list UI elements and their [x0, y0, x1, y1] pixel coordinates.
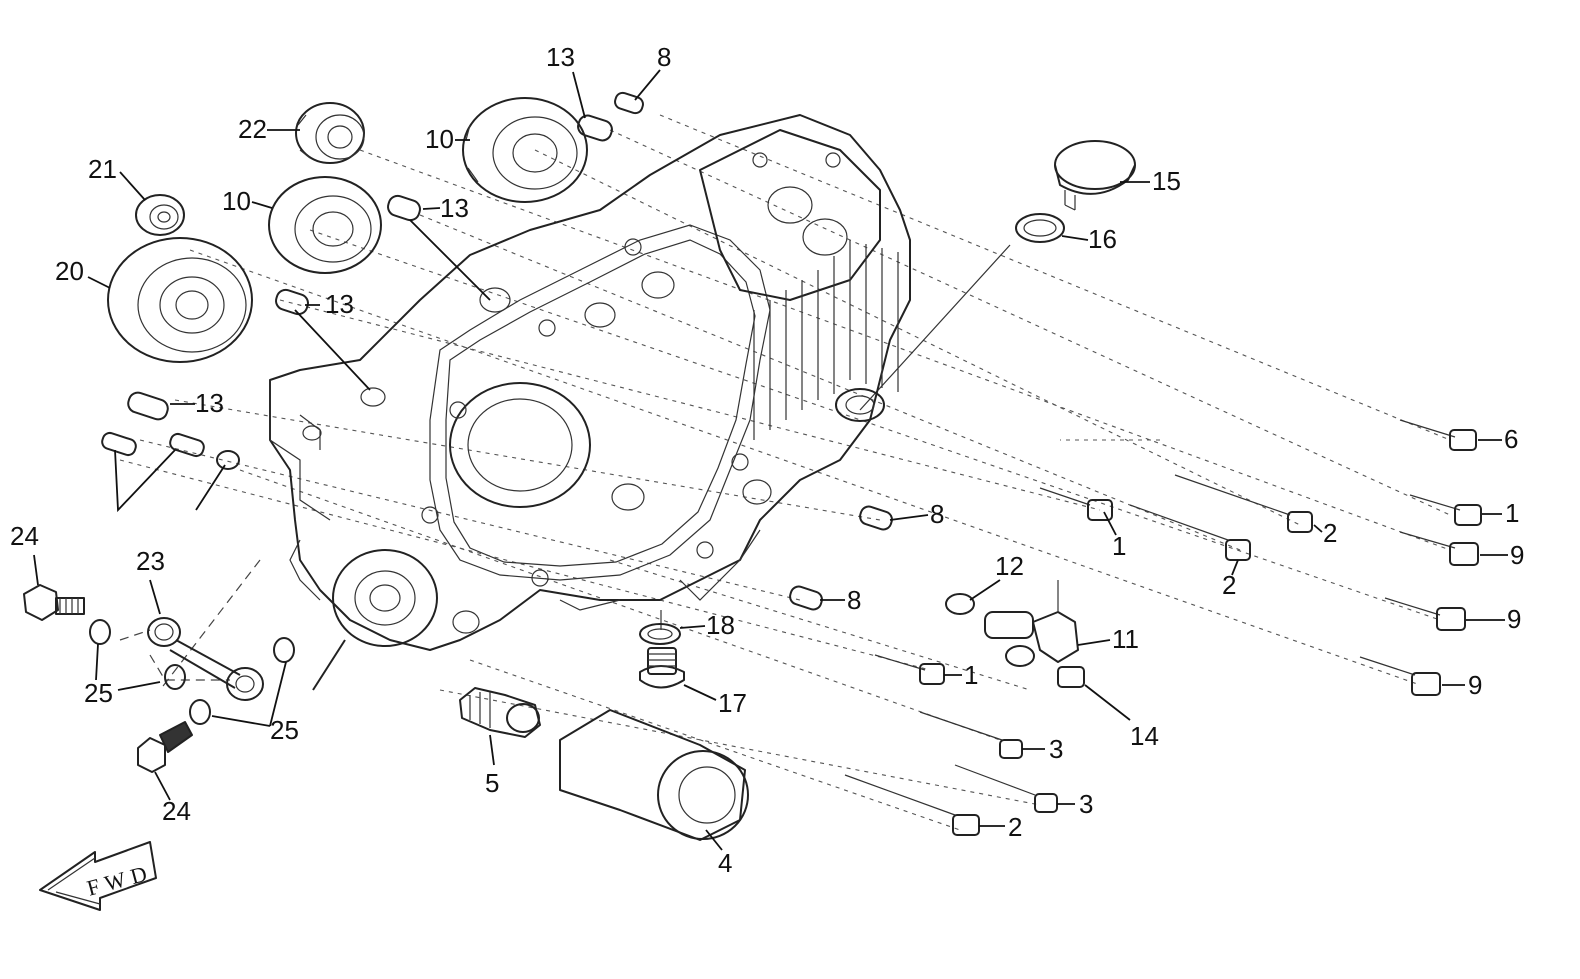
callout-9: 9: [1507, 604, 1521, 634]
crush-washer-25-a: [89, 619, 111, 645]
bolt-9-b: [1384, 597, 1466, 631]
dowel-8-mid: [859, 505, 893, 531]
callout-9: 9: [1468, 670, 1482, 700]
seal-21: [135, 194, 185, 236]
callout-3: 3: [1049, 734, 1063, 764]
bolt-3-lower: [954, 764, 1058, 813]
fitting-5: [459, 687, 541, 738]
bearing-10-upper: [462, 97, 588, 203]
dowel-pin-b: [169, 432, 205, 458]
callout-9: 9: [1510, 540, 1524, 570]
bolt-2-mid: [1129, 504, 1251, 561]
oil-pipe-assembly: [23, 559, 346, 773]
callout-23: 23: [136, 546, 165, 576]
dowel-13-low: [127, 391, 169, 421]
bolt-3-upper: [919, 711, 1023, 759]
callout-4: 4: [718, 848, 732, 878]
callout-20: 20: [55, 256, 84, 286]
callout-8: 8: [930, 499, 944, 529]
crush-washer-25-b: [164, 664, 186, 690]
banjo-bolt-24-top: [23, 584, 85, 621]
leader-lines: [33, 69, 1508, 851]
crankcase-half: [269, 114, 911, 651]
dowel-8-low: [789, 585, 823, 611]
dowel-pins: [101, 91, 893, 611]
o-ring-12: [945, 593, 975, 615]
callout-6: 6: [1504, 424, 1518, 454]
banjo-fitting-23: [147, 617, 264, 701]
dowel-13-left: [275, 288, 309, 316]
case-bolts: [844, 419, 1482, 836]
banjo-bolt-24-bottom: [137, 721, 193, 773]
washer-18: [639, 623, 681, 645]
dowel-8-top: [614, 91, 644, 115]
bolt-6: [1399, 419, 1477, 451]
callout-24: 24: [10, 521, 39, 551]
bearing-10-lower: [268, 176, 382, 274]
drain-plug-17: [639, 647, 685, 689]
callout-labels: 13 8 22 10 21 10 13 20 13 13 15 16 6 1 8…: [10, 42, 1524, 878]
bolt-1-right: [1409, 494, 1482, 526]
bolt-2-right: [1174, 474, 1313, 533]
callout-12: 12: [995, 551, 1024, 581]
callout-22: 22: [238, 114, 267, 144]
forward-arrow-label: FWD: [84, 859, 155, 900]
bolt-14: [1057, 666, 1085, 688]
dowel-13-top: [577, 114, 613, 142]
bearing-20: [107, 237, 253, 363]
callout-14: 14: [1130, 721, 1159, 751]
callout-8: 8: [657, 42, 671, 72]
callout-25: 25: [270, 715, 299, 745]
callout-1: 1: [1112, 531, 1126, 561]
washer-small: [216, 450, 240, 470]
callout-25: 25: [84, 678, 113, 708]
callout-13: 13: [546, 42, 575, 72]
forward-arrow: FWD: [39, 841, 157, 911]
assembly-guide-lines: [119, 114, 1451, 831]
bolt-2-low: [844, 774, 980, 836]
callout-16: 16: [1088, 224, 1117, 254]
bolt-9-c: [1359, 656, 1441, 696]
dowel-pin-a: [101, 431, 137, 457]
dowel-13-mid: [387, 194, 421, 222]
bolt-1-mid: [1039, 487, 1113, 521]
callout-21: 21: [88, 154, 117, 184]
filter-4: [559, 709, 749, 841]
callout-18: 18: [706, 610, 735, 640]
oil-filler-cap-15: [1054, 140, 1136, 211]
callout-10: 10: [425, 124, 454, 154]
callout-13: 13: [440, 193, 469, 223]
o-ring-16: [1015, 213, 1065, 243]
callout-13: 13: [195, 388, 224, 418]
callout-1: 1: [1505, 498, 1519, 528]
callout-2: 2: [1323, 518, 1337, 548]
callout-5: 5: [485, 768, 499, 798]
crush-washer-25-d: [189, 699, 211, 725]
bolt-1-low: [874, 654, 945, 685]
callout-1: 1: [964, 660, 978, 690]
crush-washer-25-c: [273, 637, 295, 663]
callout-10: 10: [222, 186, 251, 216]
callout-2: 2: [1008, 812, 1022, 842]
callout-24: 24: [162, 796, 191, 826]
callout-17: 17: [718, 688, 747, 718]
callout-15: 15: [1152, 166, 1181, 196]
callout-11: 11: [1112, 624, 1139, 654]
sensor-11: [984, 580, 1079, 667]
callout-8: 8: [847, 585, 861, 615]
callout-13: 13: [325, 289, 354, 319]
bearing-22: [295, 102, 365, 164]
callout-3: 3: [1079, 789, 1093, 819]
callout-2: 2: [1222, 570, 1236, 600]
bolt-9-a: [1399, 531, 1479, 566]
